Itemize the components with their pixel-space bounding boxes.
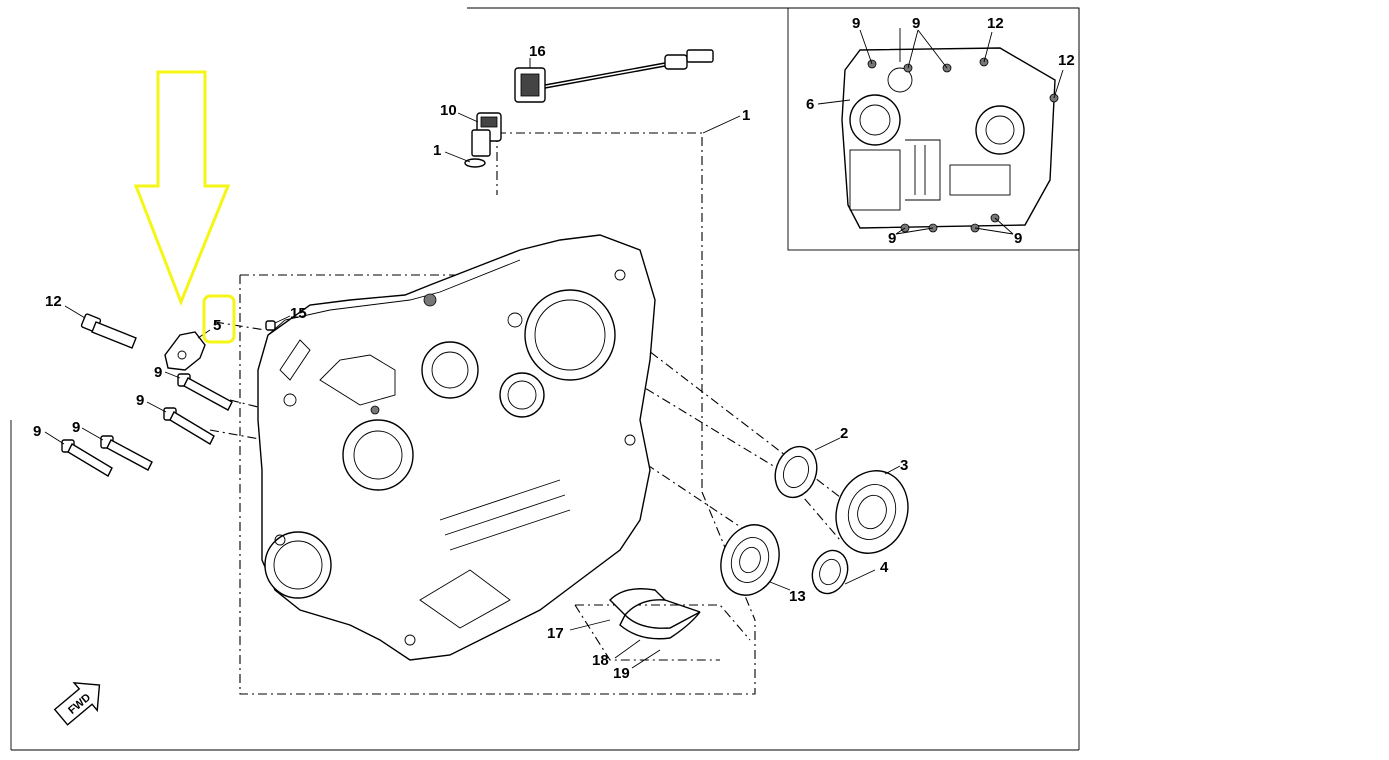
bolt-9-b (146, 401, 215, 445)
callouts: 1 1 2 3 4 5 9 9 9 9 10 12 13 15 16 17 18… (33, 43, 908, 682)
callout-9-b: 9 (136, 392, 144, 409)
bolt-9-c (81, 427, 153, 471)
callout-15: 15 (290, 305, 307, 322)
inset-callout-12-right: 12 (1058, 52, 1075, 69)
bushing-halves (569, 588, 701, 669)
callout-9-c: 9 (72, 419, 80, 436)
bearing-13 (720, 524, 791, 596)
inset-callout-9-bottom-left: 9 (888, 230, 896, 247)
bearings-seals (720, 437, 909, 596)
callout-3: 3 (900, 457, 908, 474)
bearing-4 (811, 549, 876, 595)
callout-9-d: 9 (33, 423, 41, 440)
callout-1-crankcase: 1 (742, 107, 750, 124)
highlight-arrow-icon (133, 70, 231, 307)
bolts (44, 305, 233, 477)
inset-callout-6: 6 (806, 96, 814, 113)
leader-lines (444, 115, 741, 163)
bolt-12 (64, 305, 137, 349)
inset-callout-9-bottom-right: 9 (1014, 230, 1022, 247)
highlight-annotation (133, 70, 236, 344)
callout-18: 18 (592, 652, 609, 669)
bolt-9-d (44, 431, 113, 477)
callout-2: 2 (840, 425, 848, 442)
callout-1-gasket: 1 (433, 142, 441, 159)
oil-seal-2 (774, 437, 841, 499)
callout-19: 19 (613, 665, 630, 682)
inset-callout-9-top-middle: 9 (912, 15, 920, 32)
callout-17: 17 (547, 625, 564, 642)
callout-5: 5 (213, 317, 221, 334)
callout-16: 16 (529, 43, 546, 60)
callout-10: 10 (440, 102, 457, 119)
crankcase-half (257, 234, 656, 661)
callout-12: 12 (45, 293, 62, 310)
callout-9-a: 9 (154, 364, 162, 381)
bolt-9-a (164, 371, 233, 411)
inset-view: 9 9 12 12 6 9 9 (787, 7, 1080, 251)
callout-13: 13 (789, 588, 806, 605)
highlight-box (202, 294, 236, 344)
forward-arrow-icon: FWD (53, 681, 101, 726)
plug-15 (265, 315, 291, 331)
inset-callout-9-top-left: 9 (852, 15, 860, 32)
sensor-16-assembly (514, 49, 714, 103)
bearing-3 (835, 465, 909, 554)
sensor-10 (457, 112, 502, 168)
callout-4: 4 (880, 559, 889, 576)
inset-callout-12-top: 12 (987, 15, 1004, 32)
